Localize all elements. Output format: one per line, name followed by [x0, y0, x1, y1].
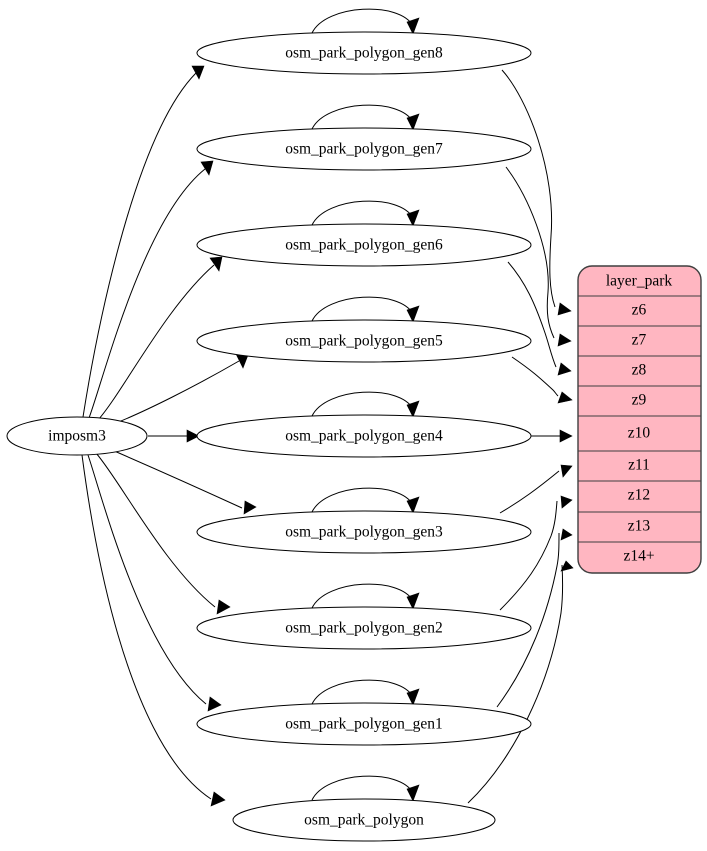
table-cell-z14-plus: z14+ — [623, 548, 654, 565]
edge-gen1-to-z13 — [496, 528, 573, 708]
edge-imposm3-to-base — [81, 454, 226, 807]
edge-gen2-to-z12 — [499, 495, 573, 611]
self-loop-base — [311, 775, 420, 802]
table-cell-z8: z8 — [632, 362, 647, 379]
edge-imposm3-to-gen5 — [115, 353, 249, 424]
table-cell-z7: z7 — [632, 332, 647, 349]
edge-gen3-to-z11 — [499, 464, 573, 514]
layer-park-table: layer_park z6 z7 z8 z9 z10 — [577, 265, 702, 574]
table-row-z7[interactable]: z7 — [578, 332, 701, 357]
table-row-z11[interactable]: z11 — [578, 457, 701, 482]
node-osm-park-polygon-gen5[interactable]: osm_park_polygon_gen5 — [196, 319, 532, 363]
node-label-gen2: osm_park_polygon_gen2 — [285, 620, 443, 637]
node-label-gen8: osm_park_polygon_gen8 — [285, 45, 443, 62]
node-osm-park-polygon-gen6[interactable]: osm_park_polygon_gen6 — [196, 223, 532, 267]
edges-process-to-layer — [467, 69, 574, 804]
node-imposm3[interactable]: imposm3 — [6, 416, 148, 456]
edges-source-to-process — [81, 65, 257, 807]
self-loop-gen3 — [311, 487, 420, 514]
self-loop-gen4 — [311, 391, 420, 418]
node-label-gen5: osm_park_polygon_gen5 — [285, 333, 443, 350]
node-label-gen4: osm_park_polygon_gen4 — [285, 428, 443, 445]
edge-imposm3-to-gen3 — [111, 449, 257, 515]
edge-gen6-to-z8 — [507, 261, 572, 376]
node-osm-park-polygon-gen3[interactable]: osm_park_polygon_gen3 — [196, 510, 532, 554]
table-row-z12[interactable]: z12 — [578, 487, 701, 513]
self-loop-gen5 — [311, 296, 420, 323]
table-row-z6[interactable]: z6 — [578, 302, 701, 327]
edge-imposm3-to-gen8 — [82, 65, 205, 418]
edge-gen8-to-z6 — [501, 69, 572, 316]
edge-gen7-to-z7 — [505, 166, 572, 347]
node-osm-park-polygon[interactable]: osm_park_polygon — [232, 798, 496, 842]
table-row-z13[interactable]: z13 — [578, 518, 701, 543]
table-row-z9[interactable]: z9 — [578, 392, 701, 417]
edge-gen4-to-z10 — [531, 429, 573, 443]
table-header-label: layer_park — [606, 273, 673, 290]
edge-imposm3-to-gen6 — [97, 256, 223, 421]
node-label-gen6: osm_park_polygon_gen6 — [285, 237, 443, 254]
table-border — [577, 265, 702, 574]
edges-self-loops — [311, 8, 420, 802]
self-loop-gen7 — [311, 104, 420, 131]
edge-base-to-z14p — [467, 560, 574, 804]
node-osm-park-polygon-gen4[interactable]: osm_park_polygon_gen4 — [196, 414, 532, 458]
node-label-gen7: osm_park_polygon_gen7 — [285, 141, 443, 158]
edge-imposm3-to-gen4 — [148, 429, 200, 443]
node-osm-park-polygon-gen7[interactable]: osm_park_polygon_gen7 — [196, 127, 532, 171]
node-osm-park-polygon-gen2[interactable]: osm_park_polygon_gen2 — [196, 606, 532, 650]
table-cell-z10: z10 — [628, 425, 651, 442]
table-header-layer-park: layer_park — [578, 273, 701, 297]
table-cell-z9: z9 — [632, 392, 647, 409]
node-label-imposm3: imposm3 — [48, 428, 106, 445]
edge-imposm3-to-gen2 — [95, 452, 231, 615]
process-nodes: osm_park_polygon_gen8 osm_park_polygon_g… — [196, 31, 532, 842]
node-osm-park-polygon-gen1[interactable]: osm_park_polygon_gen1 — [196, 702, 532, 746]
self-loop-gen2 — [311, 583, 420, 610]
node-label-base: osm_park_polygon — [304, 812, 424, 829]
node-label-gen3: osm_park_polygon_gen3 — [285, 524, 443, 541]
table-cell-z6: z6 — [632, 302, 647, 319]
table-row-z10[interactable]: z10 — [578, 425, 701, 452]
self-loop-gen6 — [311, 200, 420, 227]
table-cell-z11: z11 — [628, 457, 650, 474]
edge-imposm3-to-gen7 — [88, 160, 214, 419]
table-row-z8[interactable]: z8 — [578, 362, 701, 387]
self-loop-gen8 — [311, 8, 420, 35]
edge-gen5-to-z9 — [511, 356, 573, 404]
table-row-z14-plus[interactable]: z14+ — [623, 548, 654, 565]
table-background — [578, 266, 701, 573]
edge-imposm3-to-gen1 — [87, 454, 222, 712]
node-osm-park-polygon-gen8[interactable]: osm_park_polygon_gen8 — [196, 31, 532, 75]
table-cell-z12: z12 — [628, 487, 650, 504]
self-loop-gen1 — [311, 679, 420, 706]
table-cell-z13: z13 — [628, 518, 651, 535]
node-label-gen1: osm_park_polygon_gen1 — [285, 716, 443, 733]
